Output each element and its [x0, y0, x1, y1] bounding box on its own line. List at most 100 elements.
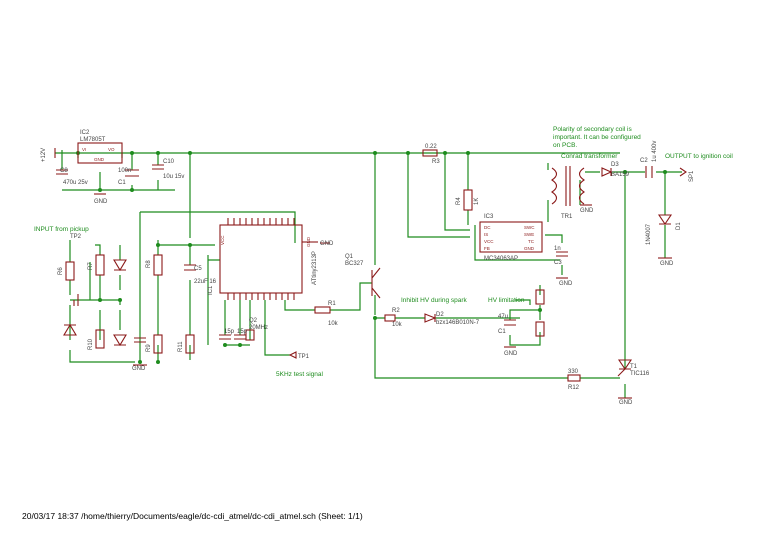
- svg-text:15p: 15p: [224, 329, 235, 335]
- svg-text:TC: TC: [528, 239, 535, 244]
- svg-text:GND: GND: [94, 199, 108, 205]
- svg-text:10u 15v: 10u 15v: [163, 174, 184, 180]
- svg-text:SP1: SP1: [689, 170, 695, 182]
- capacitor-c2: C2 1u 400v SP1: [640, 141, 695, 182]
- comment-hv-limitation: HV limitation: [488, 297, 525, 304]
- svg-text:R1: R1: [328, 301, 336, 307]
- svg-text:GND: GND: [132, 366, 146, 372]
- svg-text:C8: C8: [60, 168, 68, 174]
- svg-text:R4: R4: [456, 197, 462, 205]
- converter-ic3: IC3 MC34063AP DC IS VCC FB SWC SWE TC GN…: [479, 214, 543, 262]
- comment-polarity-3: on PCB.: [553, 142, 577, 149]
- svg-text:BC327: BC327: [345, 261, 364, 267]
- wires: [55, 150, 682, 398]
- resistor-r4: R4 1K: [456, 189, 480, 211]
- svg-text:GND: GND: [559, 281, 573, 287]
- svg-text:C2: C2: [640, 158, 648, 164]
- svg-text:C1: C1: [118, 180, 126, 186]
- svg-text:DC: DC: [484, 225, 491, 230]
- svg-text:R10: R10: [88, 338, 94, 350]
- capacitor-c3: 1n C3: [554, 246, 568, 266]
- comment-inhibit: Inhibit HV during spark: [401, 297, 468, 304]
- svg-text:Q1: Q1: [345, 254, 354, 260]
- svg-text:1u 400v: 1u 400v: [652, 141, 658, 162]
- capacitor-c5: C5 22uF 16: [184, 264, 217, 285]
- capacitor-c8: C8 470u 25v: [56, 168, 88, 186]
- svg-text:10k: 10k: [328, 321, 339, 327]
- comment-input: INPUT from pickup: [34, 226, 89, 233]
- svg-text:GND: GND: [580, 208, 594, 214]
- diode-d3: D3 BA159: [601, 162, 630, 178]
- svg-text:R7: R7: [88, 262, 94, 270]
- svg-text:D1: D1: [676, 222, 682, 230]
- zener-d2: D2 bzx146B010N-7: [424, 312, 480, 326]
- vcc-flag: +12V: [41, 148, 56, 162]
- svg-text:330: 330: [568, 369, 579, 375]
- hv-divider: 47u C1: [498, 289, 545, 337]
- svg-text:TP1: TP1: [298, 354, 310, 360]
- ic2-value: LM7805T: [80, 137, 106, 143]
- comment-transformer: Conrad transformer: [561, 153, 618, 160]
- comment-test-signal: 5KHz test signal: [276, 371, 324, 378]
- microcontroller-ic1: IC1 ATtiny2313P VCC GND: [208, 218, 318, 300]
- regulator-ic2: IC2 LM7805T VI VO GND: [77, 130, 123, 164]
- comment-polarity-1: Polarity of secondary coil is: [553, 126, 633, 133]
- svg-text:C10: C10: [163, 159, 175, 165]
- comment-output: OUTPUT to ignition coil: [665, 153, 733, 160]
- svg-text:10k: 10k: [392, 322, 403, 328]
- ic2-ref: IC2: [80, 130, 90, 136]
- svg-text:GND: GND: [660, 261, 674, 267]
- svg-text:TR1: TR1: [561, 214, 573, 220]
- svg-text:GND: GND: [524, 246, 535, 251]
- svg-text:1n: 1n: [554, 246, 561, 252]
- svg-text:1K: 1K: [474, 198, 480, 205]
- svg-text:47u: 47u: [498, 314, 508, 320]
- junctions: [76, 151, 667, 364]
- svg-text:22uF 16: 22uF 16: [194, 279, 217, 285]
- svg-text:R3: R3: [432, 159, 440, 165]
- transistor-q1: Q1 BC327 R1 10k R2 10k: [314, 254, 403, 328]
- svg-text:FB: FB: [484, 246, 490, 251]
- svg-text:C1: C1: [498, 329, 506, 335]
- input-network: R6 R7 R10 R8 R9 R11 TP2: [58, 234, 195, 354]
- diode-d1: 1N4007 D1: [646, 214, 682, 245]
- svg-text:VI: VI: [82, 147, 86, 152]
- svg-text:GND: GND: [94, 157, 105, 162]
- svg-text:GND: GND: [619, 400, 633, 406]
- footer-info: 20/03/17 18:37 /home/thierry/Documents/e…: [22, 511, 363, 521]
- svg-text:R11: R11: [178, 341, 184, 352]
- svg-text:TP2: TP2: [70, 234, 82, 240]
- svg-text:470u 25v: 470u 25v: [63, 180, 88, 186]
- svg-text:MC34063AP: MC34063AP: [484, 256, 518, 262]
- svg-text:D2: D2: [436, 312, 444, 318]
- svg-text:VCC: VCC: [220, 235, 225, 245]
- svg-text:R2: R2: [392, 308, 400, 314]
- svg-text:R6: R6: [58, 267, 64, 275]
- svg-text:ATtiny2313P: ATtiny2313P: [312, 251, 318, 285]
- capacitor-c10: C10 10u 15v: [152, 159, 184, 180]
- svg-text:SWC: SWC: [524, 225, 535, 230]
- test-point-tp1: TP1: [288, 351, 310, 360]
- svg-text:0.22: 0.22: [425, 144, 437, 150]
- svg-text:T1: T1: [630, 364, 638, 370]
- vcc-label: +12V: [41, 148, 47, 162]
- crystal-q2: Q2 20MHz 15p 15p: [219, 318, 268, 341]
- svg-text:100n: 100n: [118, 168, 131, 174]
- svg-text:C3: C3: [554, 260, 562, 266]
- resistor-r3: 0.22 R3: [422, 144, 440, 165]
- svg-text:R8: R8: [146, 260, 152, 268]
- svg-text:BA159: BA159: [611, 172, 630, 178]
- svg-text:TIC116: TIC116: [630, 371, 650, 377]
- svg-text:R12: R12: [568, 385, 580, 391]
- svg-text:VO: VO: [108, 147, 115, 152]
- svg-text:R9: R9: [146, 344, 152, 352]
- svg-text:GND: GND: [504, 351, 518, 357]
- svg-text:SWE: SWE: [524, 232, 534, 237]
- svg-text:bzx146B010N-7: bzx146B010N-7: [436, 320, 480, 326]
- transformer-tr1: TR1: [551, 166, 585, 220]
- svg-text:D3: D3: [611, 162, 619, 168]
- comment-polarity-2: important. It can be configured: [553, 134, 641, 141]
- svg-text:15p: 15p: [237, 329, 248, 335]
- svg-text:Q2: Q2: [249, 318, 258, 324]
